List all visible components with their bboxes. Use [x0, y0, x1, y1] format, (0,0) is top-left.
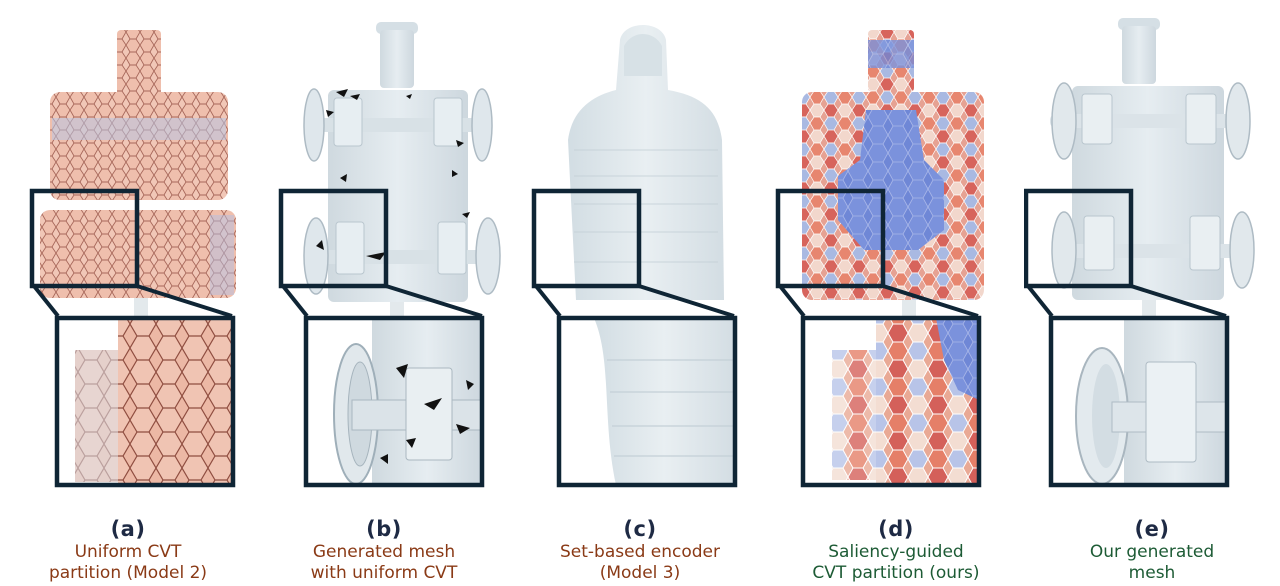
caption-line: Saliency-guided: [828, 542, 964, 562]
generated-mesh-uniform-render: [278, 22, 501, 488]
set-based-encoder-render: [531, 25, 738, 488]
caption-line: CVT partition (ours): [812, 563, 980, 583]
caption-line: Uniform CVT: [74, 542, 182, 562]
panel-letter: (b): [366, 517, 402, 541]
saliency-cvt-partition-render: [775, 30, 984, 488]
uniform-cvt-partition-render: [29, 30, 236, 488]
our-generated-mesh-render: [1024, 18, 1255, 488]
caption-line: Set-based encoder: [560, 542, 720, 562]
caption-line: Our generated: [1089, 542, 1215, 562]
caption-line: with uniform CVT: [310, 563, 458, 583]
panel-a: (a) Uniform CVT partition (Model 2): [0, 0, 256, 586]
caption-line: (Model 3): [599, 563, 681, 583]
panel-c: (c) Set-based encoder (Model 3): [512, 0, 768, 586]
panel-e: (e) Our generated mesh: [1024, 0, 1280, 586]
panel-letter: (d): [878, 517, 914, 541]
panel-letter: (c): [623, 517, 657, 541]
panel-letter: (e): [1134, 517, 1170, 541]
caption-line: Generated mesh: [312, 542, 456, 562]
caption-line: partition (Model 2): [48, 563, 208, 583]
caption-line: mesh: [1128, 563, 1176, 583]
panel-letter: (a): [110, 517, 146, 541]
panel-d: (d) Saliency-guided CVT partition (ours): [768, 0, 1024, 586]
panel-b: (b) Generated mesh with uniform CVT: [256, 0, 512, 586]
